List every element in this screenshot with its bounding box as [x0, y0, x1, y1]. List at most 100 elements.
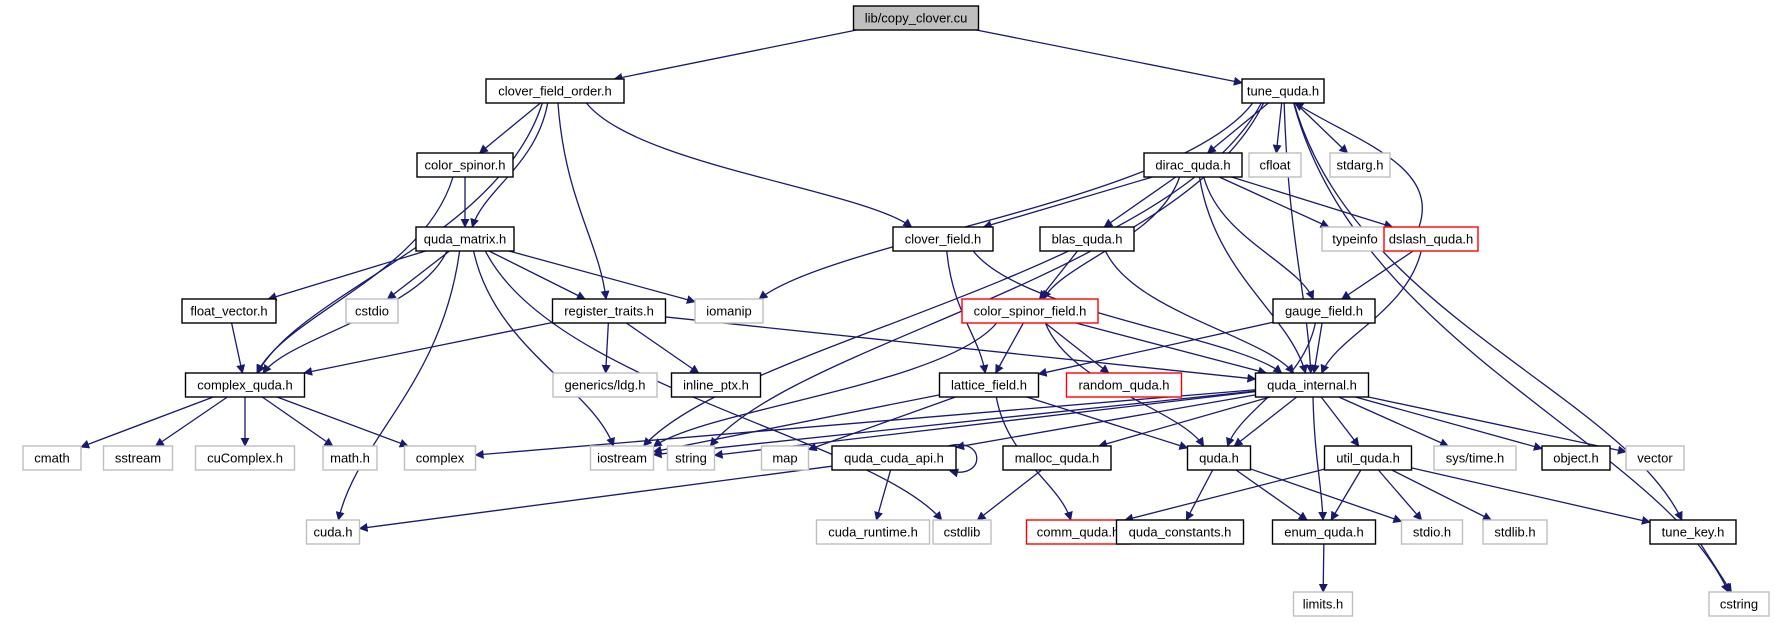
- node-cuda-runtime[interactable]: cuda_runtime.h: [815, 519, 931, 545]
- node-box[interactable]: [666, 445, 716, 471]
- node-box[interactable]: [815, 519, 931, 545]
- node-enum-quda[interactable]: enum_quda.h: [1271, 519, 1377, 545]
- node-quda-h[interactable]: quda.h: [1186, 445, 1252, 471]
- node-box[interactable]: [551, 298, 667, 324]
- node-generics-ldg[interactable]: generics/ldg.h: [552, 372, 658, 398]
- node-cuComplex[interactable]: cuComplex.h: [194, 445, 296, 471]
- node-cstdlib[interactable]: cstdlib: [932, 519, 992, 545]
- node-stdarg[interactable]: stdarg.h: [1329, 152, 1391, 178]
- node-complex[interactable]: complex: [403, 445, 477, 471]
- node-box[interactable]: [1143, 152, 1243, 178]
- node-box[interactable]: [1039, 226, 1135, 252]
- node-box[interactable]: [305, 519, 361, 545]
- node-tune-quda[interactable]: tune_quda.h: [1241, 78, 1325, 104]
- node-box[interactable]: [485, 78, 625, 104]
- node-quda-matrix[interactable]: quda_matrix.h: [415, 226, 515, 252]
- node-box[interactable]: [1321, 226, 1389, 252]
- node-box[interactable]: [932, 519, 992, 545]
- node-box[interactable]: [1115, 519, 1245, 545]
- node-root[interactable]: lib/copy_clover.cu: [852, 5, 980, 31]
- node-sys-time[interactable]: sys/time.h: [1433, 445, 1517, 471]
- node-box[interactable]: [1254, 372, 1370, 398]
- node-cstdio[interactable]: cstdio: [345, 298, 399, 324]
- node-float-vector[interactable]: float_vector.h: [181, 298, 277, 324]
- node-iostream[interactable]: iostream: [589, 445, 655, 471]
- node-box[interactable]: [1625, 445, 1685, 471]
- node-box[interactable]: [1323, 445, 1413, 471]
- node-cuda-h[interactable]: cuda.h: [305, 519, 361, 545]
- node-iomanip[interactable]: iomanip: [694, 298, 764, 324]
- node-cmath[interactable]: cmath: [22, 445, 82, 471]
- node-tune-key[interactable]: tune_key.h: [1649, 519, 1737, 545]
- node-dirac-quda[interactable]: dirac_quda.h: [1143, 152, 1243, 178]
- node-box[interactable]: [322, 445, 378, 471]
- node-cfloat[interactable]: cfloat: [1248, 152, 1302, 178]
- node-box[interactable]: [852, 5, 980, 31]
- node-box[interactable]: [415, 226, 515, 252]
- node-quda-cuda-api[interactable]: quda_cuda_api.h: [831, 445, 957, 471]
- node-box[interactable]: [760, 445, 810, 471]
- node-lattice-field[interactable]: lattice_field.h: [938, 372, 1040, 398]
- node-math-h[interactable]: math.h: [322, 445, 378, 471]
- node-map[interactable]: map: [760, 445, 810, 471]
- node-box[interactable]: [1065, 372, 1183, 398]
- node-box[interactable]: [938, 372, 1040, 398]
- node-box[interactable]: [1241, 78, 1325, 104]
- node-quda-constants[interactable]: quda_constants.h: [1115, 519, 1245, 545]
- node-box[interactable]: [1272, 298, 1376, 324]
- node-box[interactable]: [1271, 519, 1377, 545]
- node-blas-quda[interactable]: blas_quda.h: [1039, 226, 1135, 252]
- node-box[interactable]: [1002, 445, 1112, 471]
- node-box[interactable]: [345, 298, 399, 324]
- node-box[interactable]: [892, 226, 994, 252]
- node-vector[interactable]: vector: [1625, 445, 1685, 471]
- node-register-traits[interactable]: register_traits.h: [551, 298, 667, 324]
- node-box[interactable]: [22, 445, 82, 471]
- node-sstream[interactable]: sstream: [102, 445, 174, 471]
- node-box[interactable]: [194, 445, 296, 471]
- node-dslash-quda[interactable]: dslash_quda.h: [1383, 226, 1479, 252]
- node-box[interactable]: [102, 445, 174, 471]
- node-box[interactable]: [1025, 519, 1131, 545]
- node-stdio-h[interactable]: stdio.h: [1400, 519, 1464, 545]
- node-color-spinor[interactable]: color_spinor.h: [416, 152, 514, 178]
- node-comm-quda[interactable]: comm_quda.h: [1025, 519, 1131, 545]
- node-string[interactable]: string: [666, 445, 716, 471]
- node-box[interactable]: [184, 372, 306, 398]
- node-box[interactable]: [1708, 591, 1770, 617]
- node-limits-h[interactable]: limits.h: [1292, 591, 1354, 617]
- node-typeinfo[interactable]: typeinfo: [1321, 226, 1389, 252]
- node-box[interactable]: [416, 152, 514, 178]
- node-box[interactable]: [589, 445, 655, 471]
- node-box[interactable]: [1400, 519, 1464, 545]
- node-clover-field-order[interactable]: clover_field_order.h: [485, 78, 625, 104]
- node-stdlib-h[interactable]: stdlib.h: [1482, 519, 1548, 545]
- node-box[interactable]: [1186, 445, 1252, 471]
- node-box[interactable]: [1541, 445, 1611, 471]
- node-util-quda[interactable]: util_quda.h: [1323, 445, 1413, 471]
- node-box[interactable]: [181, 298, 277, 324]
- node-box[interactable]: [670, 372, 762, 398]
- node-gauge-field[interactable]: gauge_field.h: [1272, 298, 1376, 324]
- node-inline-ptx[interactable]: inline_ptx.h: [670, 372, 762, 398]
- node-box[interactable]: [1649, 519, 1737, 545]
- node-malloc-quda[interactable]: malloc_quda.h: [1002, 445, 1112, 471]
- node-box[interactable]: [1292, 591, 1354, 617]
- node-quda-internal[interactable]: quda_internal.h: [1254, 372, 1370, 398]
- node-box[interactable]: [403, 445, 477, 471]
- node-box[interactable]: [1383, 226, 1479, 252]
- node-box[interactable]: [1329, 152, 1391, 178]
- node-box[interactable]: [831, 445, 957, 471]
- node-box[interactable]: [961, 298, 1099, 324]
- node-box[interactable]: [1482, 519, 1548, 545]
- node-random-quda[interactable]: random_quda.h: [1065, 372, 1183, 398]
- node-clover-field[interactable]: clover_field.h: [892, 226, 994, 252]
- node-color-spinor-field[interactable]: color_spinor_field.h: [961, 298, 1099, 324]
- node-complex-quda[interactable]: complex_quda.h: [184, 372, 306, 398]
- node-cstring[interactable]: cstring: [1708, 591, 1770, 617]
- node-box[interactable]: [552, 372, 658, 398]
- node-box[interactable]: [1433, 445, 1517, 471]
- node-box[interactable]: [694, 298, 764, 324]
- node-box[interactable]: [1248, 152, 1302, 178]
- node-object[interactable]: object.h: [1541, 445, 1611, 471]
